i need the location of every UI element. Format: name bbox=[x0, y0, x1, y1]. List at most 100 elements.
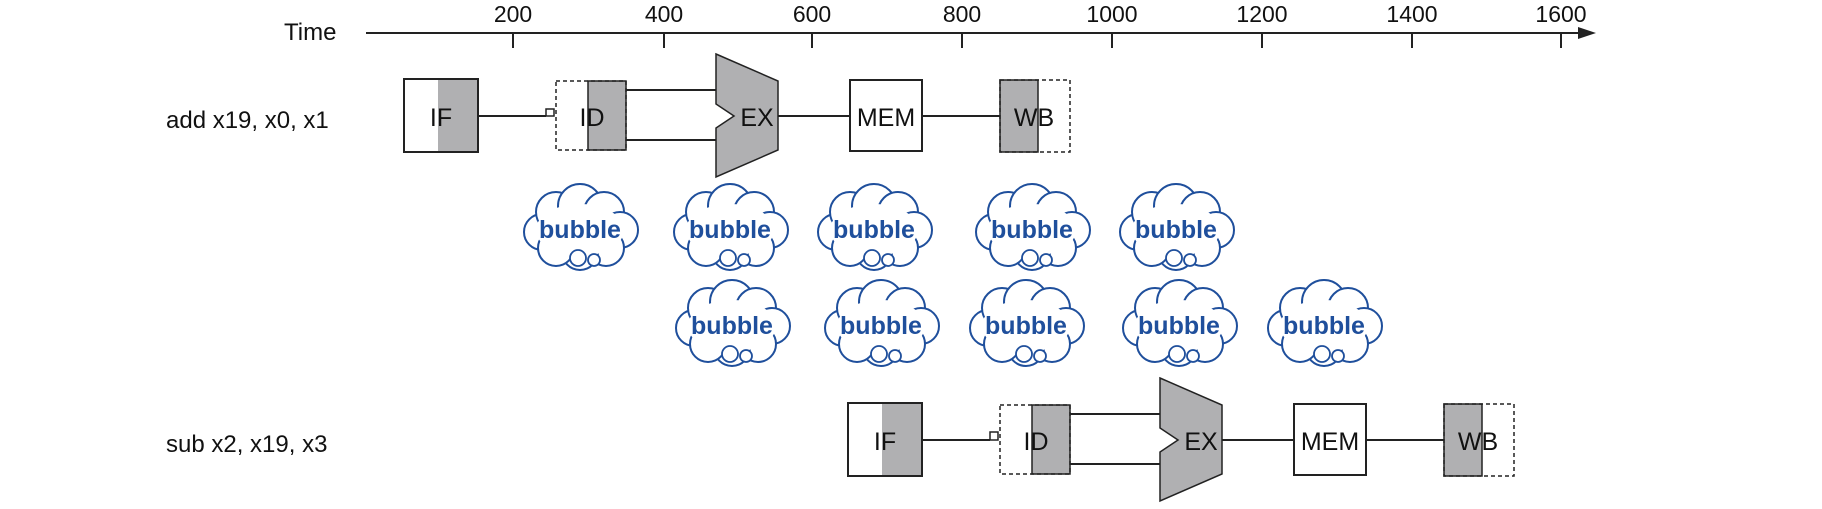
bubble-row1-0: bubble bbox=[523, 183, 639, 271]
cloud-puff bbox=[569, 249, 587, 267]
bubble-row1-1: bubble bbox=[673, 183, 789, 271]
alu-shape bbox=[715, 52, 779, 179]
cloud-puff bbox=[870, 345, 888, 363]
axis-tick-label: 200 bbox=[494, 1, 532, 27]
axis-tick-label: 600 bbox=[793, 1, 831, 27]
bubble-label: bubble bbox=[985, 312, 1067, 340]
if-label: IF bbox=[874, 428, 896, 456]
bubble-row1-4: bubble bbox=[1119, 183, 1235, 271]
cloud-core bbox=[688, 300, 776, 352]
stage-mem: MEM bbox=[1293, 403, 1367, 476]
stage-id: ID bbox=[555, 80, 627, 151]
instruction-label-sub: sub x2, x19, x3 bbox=[166, 431, 327, 458]
bubble-label: bubble bbox=[833, 216, 915, 244]
instruction-label-add: add x19, x0, x1 bbox=[166, 107, 329, 134]
axis-label: Time bbox=[284, 19, 336, 46]
cloud-core bbox=[837, 300, 925, 352]
bubble-row2-0: bubble bbox=[675, 279, 791, 367]
cloud-puff bbox=[1331, 349, 1345, 363]
cloud-puff bbox=[1186, 349, 1200, 363]
axis-arrowhead bbox=[1578, 27, 1596, 39]
ex-label: EX bbox=[740, 104, 774, 132]
axis-tick-label: 1400 bbox=[1386, 1, 1437, 27]
axis-tick-label: 1600 bbox=[1535, 1, 1586, 27]
wb-label: WB bbox=[1014, 104, 1054, 132]
if-read-half bbox=[882, 403, 922, 476]
stage-if: IF bbox=[403, 78, 479, 153]
ex-label: EX bbox=[1184, 428, 1218, 456]
cloud-core bbox=[830, 204, 918, 256]
cloud-puff bbox=[1033, 349, 1047, 363]
stage-wb: WB bbox=[999, 79, 1071, 153]
wb-box bbox=[999, 79, 1071, 153]
cloud-puff bbox=[739, 349, 753, 363]
wb-box bbox=[1443, 403, 1515, 477]
cloud-puff bbox=[1168, 345, 1186, 363]
bubble-row2-1: bubble bbox=[824, 279, 940, 367]
id-box bbox=[999, 404, 1071, 475]
id-read-half bbox=[587, 80, 627, 151]
mem-label: MEM bbox=[857, 104, 915, 132]
cloud-core bbox=[536, 204, 624, 256]
bubble-row1-3: bubble bbox=[975, 183, 1091, 271]
cloud-core bbox=[988, 204, 1076, 256]
mem-label: MEM bbox=[1301, 428, 1359, 456]
bubble-label: bubble bbox=[689, 216, 771, 244]
bubble-label: bubble bbox=[1283, 312, 1365, 340]
cloud-puff bbox=[737, 253, 751, 267]
cloud-puff bbox=[1015, 345, 1033, 363]
id-box bbox=[555, 80, 627, 151]
cloud-puff bbox=[1165, 249, 1183, 267]
stage-if: IF bbox=[847, 402, 923, 477]
wb-write-half bbox=[999, 79, 1039, 153]
cloud-core bbox=[686, 204, 774, 256]
bubble-row2-4: bubble bbox=[1267, 279, 1383, 367]
bubble-label: bubble bbox=[1138, 312, 1220, 340]
cloud-puff bbox=[719, 249, 737, 267]
bubble-row1-2: bubble bbox=[817, 183, 933, 271]
cloud-puff bbox=[1039, 253, 1053, 267]
bubble-row2-3: bubble bbox=[1122, 279, 1238, 367]
wb-write-half bbox=[1443, 403, 1483, 477]
id-label: ID bbox=[580, 104, 605, 132]
axis-tick-label: 400 bbox=[645, 1, 683, 27]
register-latch bbox=[989, 431, 999, 441]
bubble-row2-2: bubble bbox=[969, 279, 1085, 367]
stage-mem: MEM bbox=[849, 79, 923, 152]
pipeline-sub: IF ID EX MEM WB bbox=[847, 376, 1515, 503]
cloud-puff bbox=[888, 349, 902, 363]
bubble-label: bubble bbox=[691, 312, 773, 340]
cloud-puff bbox=[863, 249, 881, 267]
bubble-label: bubble bbox=[1135, 216, 1217, 244]
bubble-label: bubble bbox=[991, 216, 1073, 244]
if-label: IF bbox=[430, 104, 452, 132]
if-read-half bbox=[438, 79, 478, 152]
axis-tick-label: 1000 bbox=[1086, 1, 1137, 27]
pipeline-add: IF ID EX MEM WB bbox=[403, 52, 1071, 179]
if-box bbox=[403, 78, 479, 153]
axis-ticks: 200 400 600 800 1000 1200 1400 1600 bbox=[494, 1, 1587, 48]
stage-ex: EX bbox=[1159, 376, 1223, 503]
cloud-core bbox=[1280, 300, 1368, 352]
bubble-label: bubble bbox=[539, 216, 621, 244]
id-label: ID bbox=[1024, 428, 1049, 456]
register-latch bbox=[545, 108, 555, 117]
alu-shape bbox=[1159, 376, 1223, 503]
stage-wb: WB bbox=[1443, 403, 1515, 477]
cloud-puff bbox=[881, 253, 895, 267]
cloud-puff bbox=[587, 253, 601, 267]
wb-label: WB bbox=[1458, 428, 1498, 456]
stage-id: ID bbox=[999, 404, 1071, 475]
if-box bbox=[847, 402, 923, 477]
mem-box bbox=[1293, 403, 1367, 476]
cloud-puff bbox=[1021, 249, 1039, 267]
axis-tick-label: 800 bbox=[943, 1, 981, 27]
cloud-core bbox=[982, 300, 1070, 352]
mem-box bbox=[849, 79, 923, 152]
axis-tick-label: 1200 bbox=[1236, 1, 1287, 27]
cloud-puff bbox=[1313, 345, 1331, 363]
cloud-puff bbox=[721, 345, 739, 363]
stage-ex: EX bbox=[715, 52, 779, 179]
cloud-core bbox=[1132, 204, 1220, 256]
